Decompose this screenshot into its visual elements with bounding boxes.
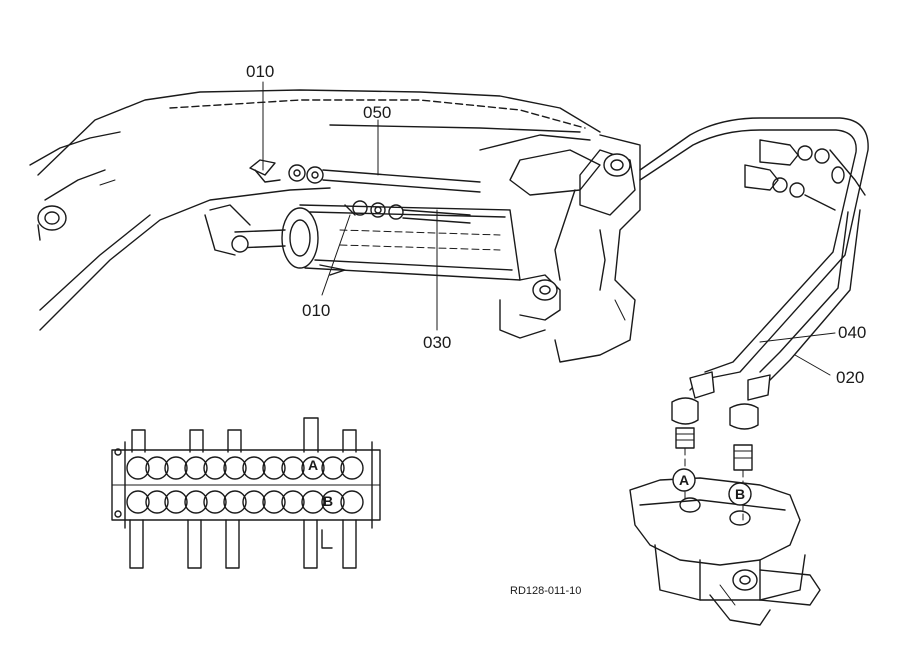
boom-arm	[29, 89, 601, 331]
valve-spool-circle	[281, 456, 305, 480]
valve-spool-circle	[340, 490, 364, 514]
valve-spool-circle	[340, 456, 364, 480]
valve-spool-circle	[301, 456, 325, 480]
valve-port-b-label: B	[323, 493, 333, 509]
valve-sections	[126, 456, 364, 514]
label-030: 030	[423, 333, 451, 352]
valve-spool-circle	[126, 456, 150, 480]
reference-code: RD128-011-10	[510, 585, 581, 597]
label-010-lower: 010	[302, 301, 330, 320]
block-port-b-label: B	[735, 486, 745, 502]
valve-spool-circle	[223, 490, 247, 514]
valve-spool-circle	[164, 490, 188, 514]
valve-port-a-label: A	[308, 457, 318, 473]
label-050: 050	[363, 103, 391, 122]
control-valve-block	[629, 468, 821, 626]
valve-spool-circle	[184, 456, 208, 480]
valve-spool-circle	[262, 456, 286, 480]
pipe-050	[249, 159, 481, 193]
valve-spool-circle	[281, 490, 305, 514]
swing-bracket	[479, 134, 641, 363]
valve-spool-circle	[126, 490, 150, 514]
valve-spool-circle	[223, 456, 247, 480]
label-040: 040	[838, 323, 866, 342]
valve-spool-circle	[262, 490, 286, 514]
valve-bank-schematic	[111, 417, 381, 569]
leader-lines	[262, 81, 836, 376]
valve-spool-circle	[184, 490, 208, 514]
valve-spool-circle	[321, 456, 345, 480]
hoses-040-020	[639, 117, 869, 521]
valve-spool-circle	[242, 490, 266, 514]
valve-spool-circle	[203, 490, 227, 514]
valve-spool-circle	[203, 456, 227, 480]
valve-spool-circle	[145, 490, 169, 514]
fittings-010	[344, 200, 471, 224]
spool-handles	[129, 417, 357, 569]
label-010-upper: 010	[246, 62, 274, 81]
label-020: 020	[836, 368, 864, 387]
block-port-a-label: A	[679, 472, 689, 488]
valve-spool-circle	[164, 456, 188, 480]
valve-spool-circle	[145, 456, 169, 480]
valve-spool-circle	[301, 490, 325, 514]
valve-spool-circle	[321, 490, 345, 514]
valve-spool-circle	[242, 456, 266, 480]
hydraulic-cylinder	[204, 204, 561, 321]
hose-couplers	[744, 139, 866, 211]
